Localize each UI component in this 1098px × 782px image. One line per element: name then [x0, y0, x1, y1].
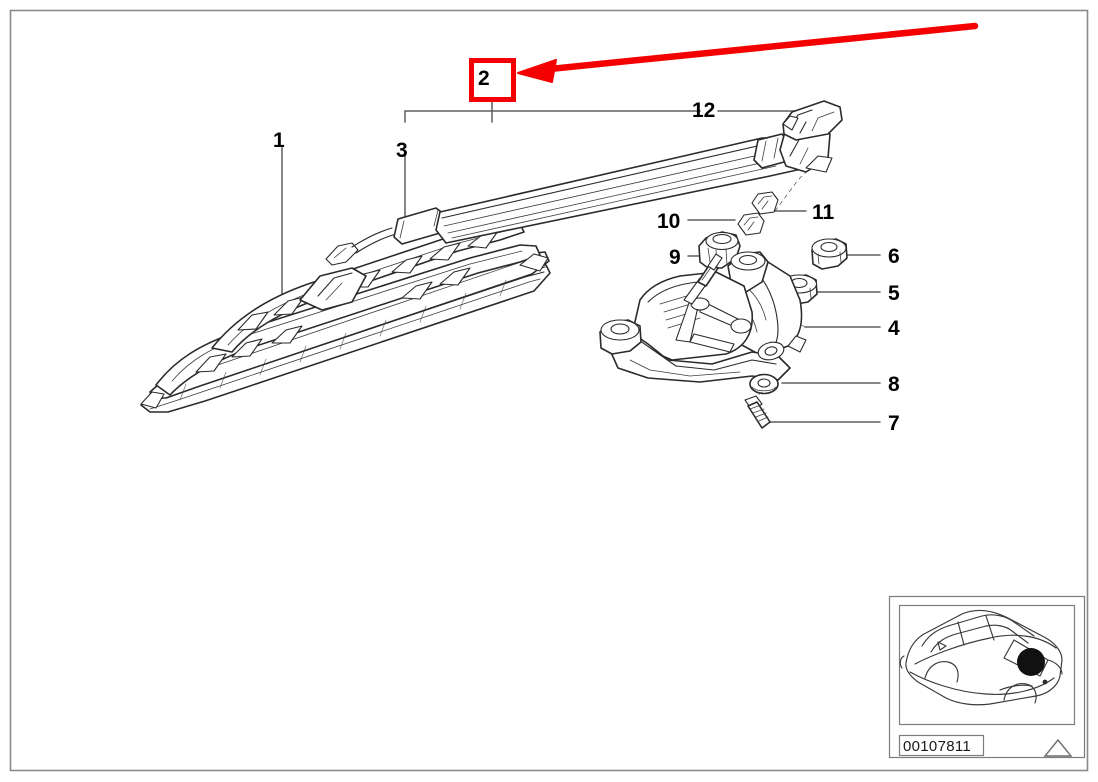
- callout-label-1: 1: [273, 129, 285, 152]
- part-10-nut: [737, 212, 765, 236]
- vehicle-thumbnail: [899, 609, 1063, 706]
- callout-label-5: 5: [888, 282, 900, 305]
- part-8-washer: [749, 373, 779, 395]
- part-7-bolt: [744, 391, 771, 429]
- part-6-grommet: [811, 238, 848, 270]
- info-panel: [888, 595, 1086, 759]
- part-11-cap-nut: [751, 191, 779, 215]
- part-4-motor: [599, 251, 807, 383]
- callout-label-4: 4: [888, 317, 900, 340]
- callout-label-2: 2: [478, 67, 490, 90]
- highlight-box-part-2: [469, 58, 516, 102]
- callout-label-3: 3: [396, 139, 408, 162]
- callout-label-11: 11: [812, 201, 835, 224]
- part-number-text: 00107811: [903, 738, 972, 755]
- part-wiper-arm: [325, 100, 843, 266]
- callout-label-12: 12: [692, 99, 716, 122]
- part-9-cap: [698, 231, 741, 269]
- callout-label-8: 8: [888, 373, 900, 396]
- part-12-cover-cap: [782, 100, 843, 141]
- callout-label-10: 10: [657, 210, 681, 233]
- annotation-arrow: [517, 22, 979, 83]
- part-wiper-blade: [140, 222, 551, 413]
- callout-label-9: 9: [669, 246, 681, 269]
- callout-label-6: 6: [888, 245, 900, 268]
- part-wiper-motor-assembly: [599, 191, 848, 429]
- callout-label-7: 7: [888, 412, 900, 435]
- orientation-triangle: [1043, 738, 1073, 757]
